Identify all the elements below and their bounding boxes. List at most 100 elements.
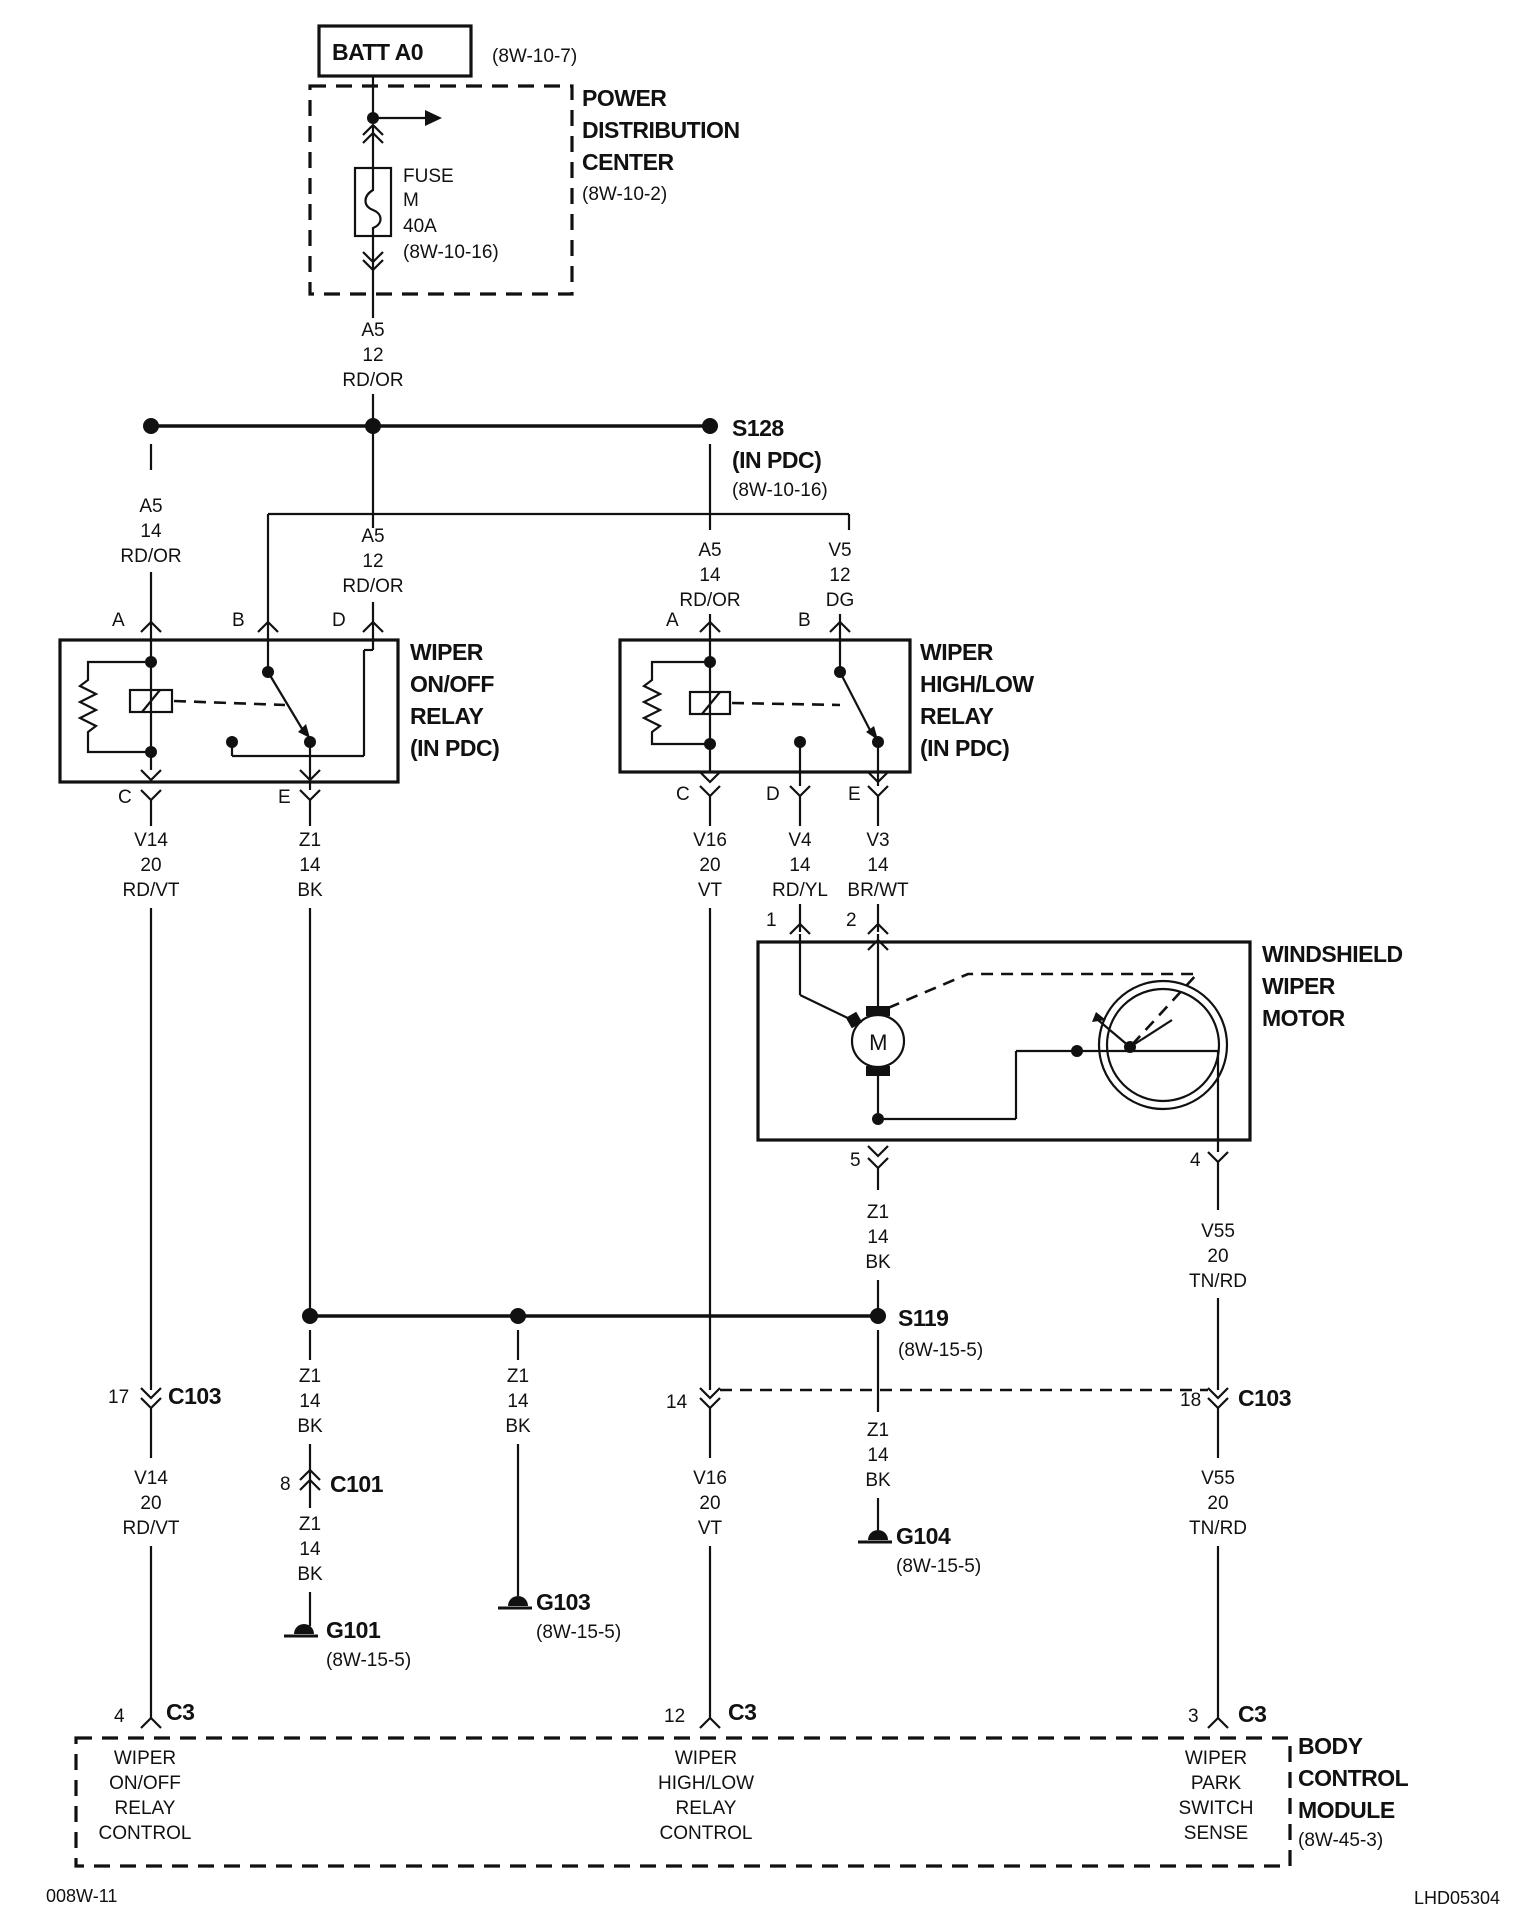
- wire-label: BK: [505, 1416, 531, 1437]
- wire-z1-g101-a: Z1 14 BK: [297, 1366, 323, 1437]
- wire-label: 14: [299, 855, 321, 876]
- wire-label: Z1: [867, 1420, 889, 1441]
- wire-label: Z1: [299, 830, 321, 851]
- wire-label: BK: [297, 880, 323, 901]
- wire-label: BK: [865, 1470, 891, 1491]
- batt-a0-block: BATT A0 (8W-10-7): [317, 24, 577, 78]
- c3-mid-pin: 12: [664, 1706, 685, 1727]
- wire-label: 14: [507, 1391, 529, 1412]
- wire-label: RD/OR: [342, 576, 403, 597]
- pdc-block: POWER DISTRIBUTION CENTER (8W-10-2): [308, 84, 740, 296]
- wiper-motor: 1 2 M 5 4 WINDSHIELD WIPER: [756, 910, 1403, 1171]
- wire-label: V55: [1201, 1221, 1235, 1242]
- footer-left: 008W-11: [46, 1886, 117, 1906]
- wire-label: BR/WT: [847, 880, 909, 901]
- wire-z1-g101-b: Z1 14 BK: [297, 1514, 323, 1585]
- highlow-pin-a: A: [666, 610, 679, 631]
- bcm-input-1-line-3: RELAY: [115, 1798, 176, 1819]
- wire-label: RD/OR: [120, 546, 181, 567]
- footer-right: LHD05304: [1414, 1888, 1500, 1908]
- wire-label: V14: [134, 830, 168, 851]
- wire-label: 12: [362, 551, 383, 572]
- bcm-input-2-line-2: HIGH/LOW: [658, 1773, 754, 1794]
- motor-pin-5: 5: [850, 1150, 861, 1171]
- wire-label: A5: [361, 526, 384, 547]
- wire-label: RD/VT: [123, 880, 180, 901]
- g101-ref: (8W-15-5): [326, 1650, 411, 1671]
- wire-v5: V5 12 DG: [826, 540, 855, 611]
- onoff-title-4: (IN PDC): [410, 735, 499, 761]
- bcm-input-2-line-4: CONTROL: [660, 1823, 753, 1844]
- c3-mid-label: C3: [728, 1699, 756, 1725]
- bcm-input-3-line-4: SENSE: [1184, 1823, 1248, 1844]
- highlow-pin-e: E: [848, 784, 861, 805]
- g104-label: G104: [896, 1523, 951, 1549]
- bcm-input-2-line-1: WIPER: [675, 1748, 737, 1769]
- highlow-title-3: RELAY: [920, 703, 993, 729]
- wire-label: 14: [867, 1227, 889, 1248]
- motor-title-1: WINDSHIELD: [1262, 941, 1403, 967]
- wire-v4: V4 14 RD/YL: [772, 830, 828, 901]
- g103-label: G103: [536, 1589, 590, 1615]
- wire-a5-right: A5 14 RD/OR: [679, 540, 740, 611]
- wire-label: 20: [140, 1493, 161, 1514]
- motor-title-3: MOTOR: [1262, 1005, 1346, 1031]
- wire-v55-top: V55 20 TN/RD: [1189, 1221, 1247, 1292]
- c103-left-pin: 17: [108, 1387, 129, 1408]
- ground-g104: G104 (8W-15-5): [858, 1523, 981, 1577]
- wire-label: 20: [699, 855, 720, 876]
- onoff-title-3: RELAY: [410, 703, 483, 729]
- wire-label: V55: [1201, 1468, 1235, 1489]
- fuse-label-3: 40A: [403, 216, 437, 237]
- highlow-title-1: WIPER: [920, 639, 994, 665]
- wire-label: Z1: [299, 1514, 321, 1535]
- splice-bus-top: S128 (IN PDC) (8W-10-16): [143, 415, 828, 501]
- wire-v3: V3 14 BR/WT: [847, 830, 909, 901]
- wire-z1-top: Z1 14 BK: [297, 830, 323, 901]
- wire-label: BK: [865, 1252, 891, 1273]
- g101-label: G101: [326, 1617, 381, 1643]
- wire-z1-motor: Z1 14 BK: [865, 1202, 891, 1273]
- wire-label: A5: [139, 496, 162, 517]
- c101-pin: 8: [280, 1474, 291, 1495]
- bcm-title-1: BODY: [1298, 1733, 1363, 1759]
- wire-label: 14: [699, 565, 721, 586]
- wire-label: 12: [829, 565, 850, 586]
- wire-label: TN/RD: [1189, 1518, 1247, 1539]
- onoff-pin-a: A: [112, 610, 125, 631]
- c3-right-label: C3: [1238, 1701, 1266, 1727]
- bcm-input-3-line-3: SWITCH: [1179, 1798, 1254, 1819]
- wire-label: RD/OR: [679, 590, 740, 611]
- wire-label: A5: [698, 540, 721, 561]
- wire-label: V3: [866, 830, 889, 851]
- motor-pin-4: 4: [1190, 1150, 1201, 1171]
- wire-label: V16: [693, 1468, 727, 1489]
- c101-label: C101: [330, 1471, 384, 1497]
- fuse-label-4: (8W-10-16): [403, 242, 499, 263]
- c3-left-label: C3: [166, 1699, 194, 1725]
- wire-label: 20: [1207, 1493, 1228, 1514]
- fuse-label-2: M: [403, 190, 419, 211]
- wire-a5-center: A5 12 RD/OR: [342, 526, 403, 597]
- wire-label: V5: [828, 540, 851, 561]
- wire-label: 20: [1207, 1246, 1228, 1267]
- wire-label: 14: [299, 1539, 321, 1560]
- wire-label: V4: [788, 830, 812, 851]
- c3-right-pin: 3: [1188, 1706, 1199, 1727]
- bcm-title-2: CONTROL: [1298, 1765, 1409, 1791]
- splice-s119: S119 (8W-15-5): [302, 1305, 983, 1361]
- wire-label: 20: [140, 855, 161, 876]
- onoff-pin-b: B: [232, 610, 245, 631]
- bcm-input-3-line-1: WIPER: [1185, 1748, 1247, 1769]
- pdc-label-1: POWER: [582, 85, 667, 111]
- wire-label: BK: [297, 1564, 323, 1585]
- s128-ref: (8W-10-16): [732, 480, 828, 501]
- wire-z1-g104: Z1 14 BK: [865, 1420, 891, 1491]
- wire-label: V14: [134, 1468, 168, 1489]
- connector-c3: 4 C3 12 C3 3 C3: [114, 1699, 1267, 1729]
- highlow-pin-b: B: [798, 610, 811, 631]
- wire-label: VT: [698, 1518, 723, 1539]
- highlow-pin-c: C: [676, 784, 690, 805]
- wire-label: 14: [140, 521, 162, 542]
